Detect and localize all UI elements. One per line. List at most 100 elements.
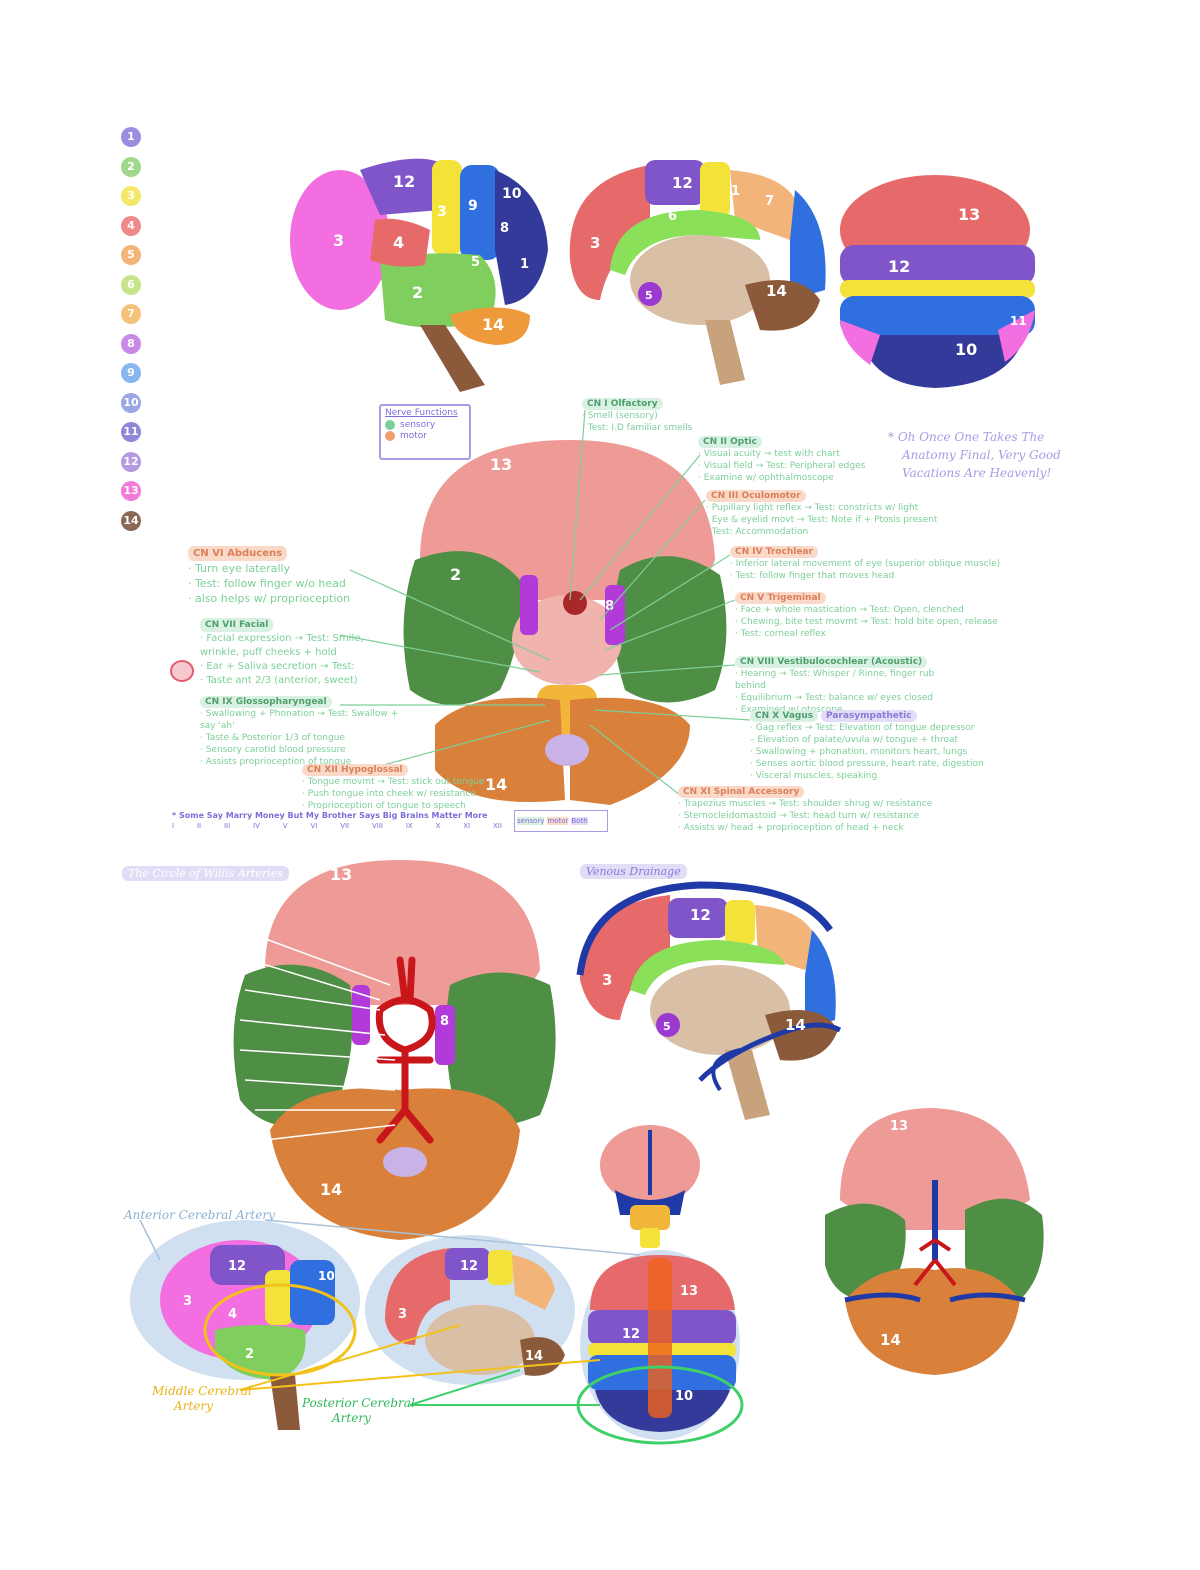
bottom-legend-motor: motor [547, 817, 569, 825]
label-8-cow: 8 [440, 1014, 449, 1029]
inferior-midbrain [512, 595, 622, 685]
cn10-line-4: · Senses aortic blood pressure, heart ra… [750, 759, 984, 769]
color-key-dot-14: 14 [121, 510, 141, 531]
pca-line-1: Posterior Cerebral [302, 1396, 415, 1410]
cn11-note: CN XI Spinal Accessory · Trapezius muscl… [678, 786, 978, 834]
terr-brainstem [270, 1375, 300, 1430]
legend-title: Nerve Functions [385, 408, 458, 418]
color-key-dot-4: 4 [121, 215, 141, 236]
superior-right-frontal-pink [998, 310, 1035, 362]
inferior-medulla [545, 734, 589, 766]
roman-numeral: VI [310, 822, 318, 830]
brainstem-lateral [420, 325, 485, 392]
cn6-line-3: · also helps w/ proprioception [188, 592, 351, 605]
terr-sag-motor [488, 1250, 513, 1285]
label-13-sup2: 13 [680, 1284, 698, 1299]
venous-olfactory [656, 1013, 680, 1037]
label-14-cow: 14 [320, 1180, 342, 1199]
mnemonic-line-1: * Oh Once One Takes The [888, 430, 1045, 444]
cn2-line-2: · Visual field → Test: Peripheral edges [698, 461, 866, 471]
label-4-terr: 4 [228, 1307, 237, 1322]
legend-sensory-label: sensory [400, 420, 436, 430]
sagittal-cerebellum [745, 280, 820, 331]
frontal-venous-medulla [640, 1228, 660, 1248]
cow-leader-lines [239, 934, 396, 1141]
cn12-line-2: · Push tongue into cheek w/ resistance [302, 789, 476, 799]
roman-numeral: XII [493, 822, 502, 830]
posterior-cerebral-artery-label: Posterior Cerebral Artery [302, 1396, 415, 1426]
sagittal-parietal [645, 160, 705, 205]
inf-venous-frontal [840, 1108, 1030, 1230]
circle-of-willis-view: 13 8 14 [233, 860, 556, 1240]
sagittal-motor [700, 162, 730, 217]
cow-frontal [265, 860, 540, 1005]
roman-numeral: XI [463, 822, 471, 830]
label-2-terr: 2 [245, 1347, 254, 1362]
superior-parietal [840, 245, 1035, 285]
cn9-line-3: · Sensory carotid blood pressure [200, 745, 346, 755]
cn7-note: CN VII Facial · Facial expression → Test… [200, 618, 400, 688]
roman-numeral: IX [405, 822, 413, 830]
label-1-sag: 1 [731, 184, 740, 199]
label-12-terr: 12 [228, 1259, 246, 1274]
inf-venous-transverse [844, 1292, 1026, 1303]
label-3-terr: 3 [183, 1294, 192, 1309]
orbital-region [370, 218, 430, 267]
cn11-line-1: · Trapezius muscles → Test: shoulder shr… [678, 799, 933, 809]
cn8-line-2: · Equilibrium → Test: balance w/ eyes cl… [735, 693, 933, 703]
cn6-note: CN VI Abducens · Turn eye laterally · Te… [188, 545, 393, 606]
cn10-line-5: · Visceral muscles, speaking [750, 771, 878, 781]
inf-venous-cerebellum [845, 1268, 1020, 1375]
cow-right-purple [435, 1005, 455, 1065]
inferior-right-temporal [613, 556, 727, 703]
terr-sag-frontal [385, 1248, 450, 1345]
label-14-sag2: 14 [525, 1349, 543, 1364]
label-6-sag: 6 [668, 209, 677, 224]
cn11-title: CN XI Spinal Accessory [678, 786, 805, 798]
cn10-line-1: · Gag reflex → Test: Elevation of tongue… [750, 723, 975, 733]
bottom-nerve-legend: sensory motor Both [514, 810, 608, 832]
inferior-left-purple [520, 575, 538, 635]
label-13-infv: 13 [890, 1119, 908, 1134]
label-5-sag: 5 [645, 289, 653, 302]
cn10-line-2: – Elevation of palate/uvula w/ tongue + … [750, 735, 959, 745]
roman-numeral: V [282, 822, 288, 830]
cn9-note: CN IX Glossopharyngeal · Swallowing + Ph… [200, 696, 400, 768]
temporal-region [380, 253, 496, 328]
straight-sinus [698, 1022, 842, 1082]
cn1-title: CN I Olfactory [582, 398, 663, 410]
jugular-drainage [711, 1048, 741, 1092]
cn4-line-1: · Inferior lateral movement of eye (supe… [730, 559, 1001, 569]
cn9-line-2: · Taste & Posterior 1/3 of tongue [200, 733, 345, 743]
label-13-inf: 13 [490, 455, 512, 474]
venous-brainstem [725, 1050, 770, 1120]
cow-medulla [383, 1147, 427, 1177]
cn7-line-4: · Taste ant 2/3 (anterior, sweet) [200, 675, 358, 686]
cranial-nerve-mnemonic: * Oh Once One Takes The Anatomy Final, V… [888, 428, 1098, 482]
label-3-ven: 3 [602, 971, 612, 989]
label-12-sup: 12 [888, 257, 910, 276]
cn4-title: CN IV Trochlear [730, 546, 818, 558]
cow-left-purple [352, 985, 370, 1045]
cn7-line-3: · Ear + Saliva secretion → Test: [200, 661, 355, 672]
label-12-sag2: 12 [460, 1259, 478, 1274]
label-3-sag: 3 [590, 234, 600, 252]
color-key-dot-9: 9 [121, 363, 141, 383]
label-5-ven: 5 [663, 1020, 671, 1033]
middle-cerebral-artery-label: Middle Cerebral Artery [152, 1384, 252, 1414]
mnemonic-line-2: Anatomy Final, Very Good [902, 448, 1061, 462]
parietal-region [360, 158, 445, 215]
bottom-legend-both: Both [571, 817, 588, 825]
terr-sag-parietal [445, 1248, 490, 1280]
label-3: 3 [333, 231, 344, 250]
cn3-line-2: · Eye & eyelid movt → Test: Note if + Pt… [706, 515, 938, 525]
cn6-line-2: · Test: follow finger w/o head [188, 577, 346, 590]
motor-swatch [385, 431, 395, 441]
inferior-cerebellum-left [435, 697, 565, 802]
terr-sup-aca-strip [648, 1258, 672, 1418]
label-10-terr: 10 [318, 1269, 335, 1283]
cn5-line-1: · Face + whole mastication → Test: Open,… [735, 605, 964, 615]
label-3-sag2: 3 [398, 1307, 407, 1322]
sagittal-cingulate [610, 210, 760, 275]
